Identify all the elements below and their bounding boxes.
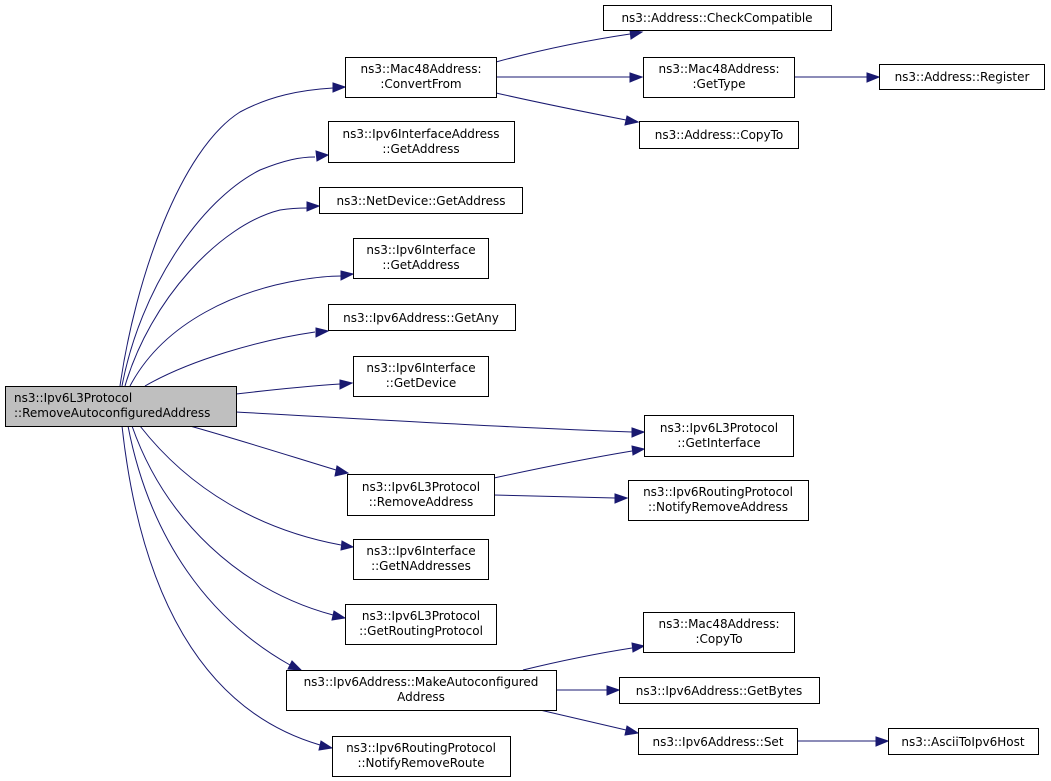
svg-text:ns3::Ipv6L3Protocol: ns3::Ipv6L3Protocol (362, 480, 480, 494)
node-ascii-to-ipv6-host[interactable]: ns3::AsciiToIpv6Host (888, 728, 1039, 755)
svg-text:::GetAddress: ::GetAddress (382, 142, 459, 156)
svg-text:::GetRoutingProtocol: ::GetRoutingProtocol (359, 624, 483, 638)
svg-text:ns3::Ipv6Interface: ns3::Ipv6Interface (366, 544, 475, 558)
node-routing-notify-remove-address[interactable]: ns3::Ipv6RoutingProtocol ::NotifyRemoveA… (628, 480, 809, 521)
edge-root-to-iface-get-address (129, 270, 355, 387)
svg-text:::GetAddress: ::GetAddress (382, 258, 459, 272)
svg-text:ns3::AsciiToIpv6Host: ns3::AsciiToIpv6Host (901, 735, 1024, 749)
node-ipv6l3-remove-address[interactable]: ns3::Ipv6L3Protocol ::RemoveAddress (347, 474, 495, 516)
svg-text:ns3::Ipv6InterfaceAddress: ns3::Ipv6InterfaceAddress (343, 127, 500, 141)
edge-get-type-to-register (793, 72, 881, 83)
edge-convert-from-to-check-compatible (495, 29, 644, 63)
svg-text::ConvertFrom: :ConvertFrom (380, 77, 461, 91)
svg-text:ns3::Ipv6Address::GetBytes: ns3::Ipv6Address::GetBytes (636, 684, 802, 698)
svg-text:::GetNAddresses: ::GetNAddresses (371, 559, 471, 573)
svg-text::GetType: :GetType (693, 77, 746, 91)
edge-root-to-netdevice-get-address (124, 201, 321, 387)
node-ipv6-make-autoconfigured[interactable]: ns3::Ipv6Address::MakeAutoconfigured Add… (286, 670, 557, 711)
node-routing-notify-remove-route[interactable]: ns3::Ipv6RoutingProtocol ::NotifyRemoveR… (332, 736, 511, 777)
svg-text:ns3::Ipv6Interface: ns3::Ipv6Interface (366, 361, 475, 375)
node-ipv6-address-get-any[interactable]: ns3::Ipv6Address::GetAny (328, 304, 516, 331)
node-address-copy-to[interactable]: ns3::Address::CopyTo (639, 121, 799, 149)
node-address-register[interactable]: ns3::Address::Register (879, 64, 1045, 90)
edge-root-to-get-n-addresses (139, 425, 355, 551)
edge-root-to-get-device (235, 379, 354, 395)
edge-convert-from-to-get-type (495, 72, 644, 83)
svg-text:Address: Address (397, 690, 445, 704)
edge-make-autoconfigured-to-set (539, 709, 640, 736)
node-ipv6-get-bytes[interactable]: ns3::Ipv6Address::GetBytes (619, 677, 820, 704)
svg-text:ns3::Ipv6RoutingProtocol: ns3::Ipv6RoutingProtocol (346, 741, 496, 755)
svg-text:ns3::Ipv6Address::GetAny: ns3::Ipv6Address::GetAny (343, 311, 499, 325)
edge-root-to-get-routing-protocol (131, 425, 347, 621)
svg-text:ns3::Address::CopyTo: ns3::Address::CopyTo (655, 128, 784, 142)
svg-text:ns3::Address::CheckCompatible: ns3::Address::CheckCompatible (621, 11, 812, 25)
node-ipv6l3-get-interface[interactable]: ns3::Ipv6L3Protocol ::GetInterface (644, 415, 794, 457)
svg-text:::NotifyRemoveAddress: ::NotifyRemoveAddress (648, 500, 788, 514)
svg-text:ns3::Ipv6Address::MakeAutoconf: ns3::Ipv6Address::MakeAutoconfigured (304, 675, 539, 689)
node-address-check-compatible[interactable]: ns3::Address::CheckCompatible (603, 5, 832, 31)
edge-root-to-make-autoconfigured (127, 425, 303, 671)
svg-text:::NotifyRemoveRoute: ::NotifyRemoveRoute (357, 756, 484, 770)
svg-text:ns3::Mac48Address:: ns3::Mac48Address: (659, 617, 780, 631)
svg-text:ns3::Ipv6L3Protocol: ns3::Ipv6L3Protocol (14, 391, 132, 405)
edge-root-to-remove-address (189, 425, 350, 477)
svg-text:ns3::Ipv6Address::Set: ns3::Ipv6Address::Set (652, 735, 783, 749)
node-ipv6-iface-get-address[interactable]: ns3::Ipv6Interface ::GetAddress (353, 238, 489, 279)
svg-text:ns3::Address::Register: ns3::Address::Register (895, 70, 1030, 84)
node-ipv6-iface-get-n-addresses[interactable]: ns3::Ipv6Interface ::GetNAddresses (353, 539, 489, 580)
node-ipv6-iface-addr-get-address[interactable]: ns3::Ipv6InterfaceAddress ::GetAddress (328, 121, 515, 163)
svg-text:ns3::Ipv6L3Protocol: ns3::Ipv6L3Protocol (362, 609, 480, 623)
edge-root-to-get-any (144, 327, 330, 387)
svg-text:ns3::Ipv6Interface: ns3::Ipv6Interface (366, 243, 475, 257)
svg-text:::RemoveAddress: ::RemoveAddress (369, 495, 474, 509)
svg-text:::GetDevice: ::GetDevice (386, 376, 457, 390)
edge-root-to-notify-remove-route (121, 425, 334, 751)
edge-root-to-convert-from (119, 82, 347, 387)
edge-root-to-iface-addr-get-address (121, 150, 330, 387)
svg-text::CopyTo: :CopyTo (695, 632, 742, 646)
svg-text:ns3::Mac48Address:: ns3::Mac48Address: (361, 62, 482, 76)
edge-set-to-ascii-to-ipv6-host (797, 736, 890, 747)
svg-text:ns3::Ipv6L3Protocol: ns3::Ipv6L3Protocol (660, 421, 778, 435)
svg-text:ns3::NetDevice::GetAddress: ns3::NetDevice::GetAddress (337, 194, 506, 208)
node-root[interactable]: ns3::Ipv6L3Protocol ::RemoveAutoconfigur… (5, 386, 237, 427)
node-mac48-copy-to[interactable]: ns3::Mac48Address: :CopyTo (643, 612, 795, 653)
node-ipv6l3-get-routing-protocol[interactable]: ns3::Ipv6L3Protocol ::GetRoutingProtocol (345, 604, 497, 645)
node-mac48-get-type[interactable]: ns3::Mac48Address: :GetType (643, 57, 795, 98)
svg-text:::GetInterface: ::GetInterface (677, 436, 760, 450)
edge-make-autoconfigured-to-mac48-copy-to (522, 642, 646, 671)
svg-text:::RemoveAutoconfiguredAddress: ::RemoveAutoconfiguredAddress (14, 406, 210, 420)
edge-remove-address-to-notify-remove-address (493, 493, 629, 504)
node-mac48-convert-from[interactable]: ns3::Mac48Address: :ConvertFrom (345, 57, 497, 98)
edge-convert-from-to-copy-to (495, 92, 640, 126)
node-netdevice-get-address[interactable]: ns3::NetDevice::GetAddress (319, 187, 523, 214)
node-ipv6-set[interactable]: ns3::Ipv6Address::Set (638, 728, 798, 755)
edge-remove-address-to-get-interface (493, 445, 646, 479)
node-ipv6-iface-get-device[interactable]: ns3::Ipv6Interface ::GetDevice (353, 356, 489, 397)
edge-make-autoconfigured-to-get-bytes (555, 685, 621, 696)
svg-text:ns3::Mac48Address:: ns3::Mac48Address: (659, 62, 780, 76)
edge-root-to-get-interface (235, 411, 646, 438)
svg-text:ns3::Ipv6RoutingProtocol: ns3::Ipv6RoutingProtocol (643, 485, 793, 499)
